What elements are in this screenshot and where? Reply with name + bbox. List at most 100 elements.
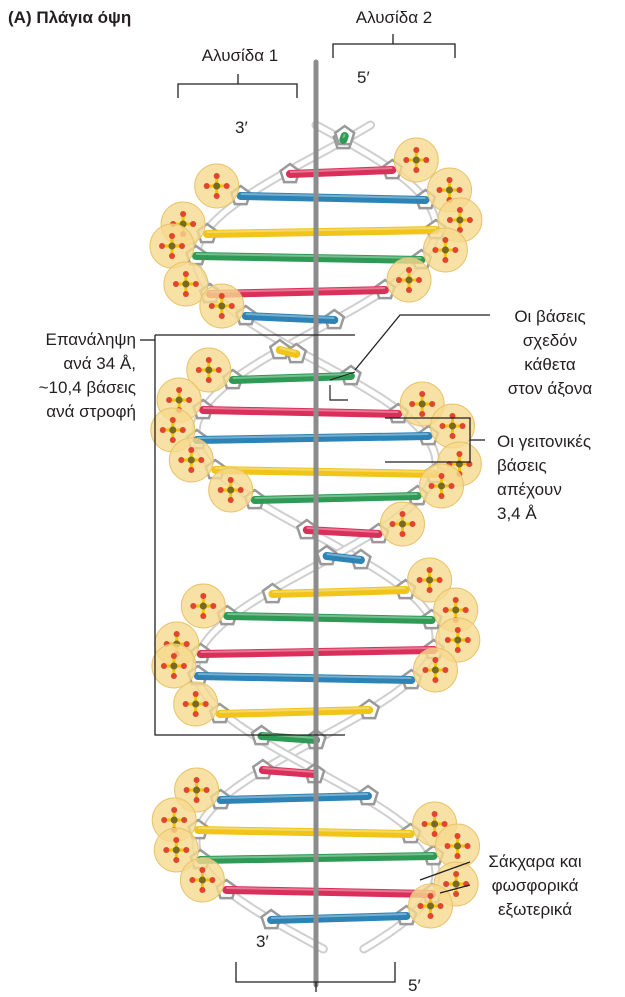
oxygen-atom (178, 457, 184, 463)
oxygen-atom (206, 377, 212, 383)
oxygen-atom (209, 303, 215, 309)
phosphorus-atom (427, 903, 434, 910)
phosphorus-atom (456, 217, 463, 224)
oxygen-atom (183, 291, 189, 297)
phosphorus-atom (399, 521, 406, 528)
oxygen-atom (439, 473, 445, 479)
oxygen-atom (432, 677, 438, 683)
oxygen-atom (161, 817, 167, 823)
oxygen-atom (183, 701, 189, 707)
strand1-bracket (178, 74, 297, 98)
phosphorus-atom (432, 667, 439, 674)
oxygen-atom (457, 207, 463, 213)
oxygen-atom (171, 653, 177, 659)
oxygen-atom (455, 853, 461, 859)
oxygen-atom (183, 271, 189, 277)
oxygen-atom (432, 831, 438, 837)
oxygen-atom (209, 877, 215, 883)
oxygen-atom (189, 877, 195, 883)
oxygen-atom (445, 637, 451, 643)
oxygen-atom (229, 303, 235, 309)
phosphorus-atom (213, 183, 220, 190)
phosphorus-atom (452, 607, 459, 614)
phosphorus-atom (442, 247, 449, 254)
phosphorus-atom (454, 637, 461, 644)
phosphorus-atom (169, 427, 176, 434)
oxygen-atom (419, 391, 425, 397)
oxygen-atom (410, 521, 416, 527)
phosphorus-atom (169, 243, 176, 250)
phosphorus-atom (193, 787, 200, 794)
phosphorus-atom (192, 701, 199, 708)
oxygen-atom (418, 903, 424, 909)
phosphorus-atom (419, 401, 426, 408)
oxygen-atom (453, 891, 459, 897)
oxygen-atom (179, 243, 185, 249)
oxygen-atom (218, 487, 224, 493)
oxygen-atom (200, 593, 206, 599)
oxygen-atom (449, 483, 455, 489)
oxygen-atom (428, 893, 434, 899)
oxygen-atom (467, 217, 473, 223)
base-pair-highlight (343, 134, 344, 138)
oxygen-atom (196, 367, 202, 373)
backbone-label-line3: εξωτερικά (470, 898, 600, 921)
phosphorus-atom (431, 821, 438, 828)
oxygen-atom (216, 367, 222, 373)
oxygen-atom (429, 483, 435, 489)
phosphorus-atom (446, 187, 453, 194)
oxygen-atom (465, 843, 471, 849)
oxygen-atom (188, 467, 194, 473)
oxygen-atom (181, 663, 187, 669)
oxygen-atom (169, 233, 175, 239)
oxygen-atom (390, 521, 396, 527)
oxygen-atom (186, 397, 192, 403)
oxygen-atom (447, 217, 453, 223)
oxygen-atom (456, 451, 462, 457)
oxygen-atom (228, 497, 234, 503)
oxygen-atom (166, 397, 172, 403)
spacing-label-line2: βάσεις (497, 454, 547, 477)
oxygen-atom (190, 221, 196, 227)
figure-title: (A) Πλάγια όψη (8, 8, 131, 28)
oxygen-atom (219, 293, 225, 299)
oxygen-atom (224, 183, 230, 189)
oxygen-atom (427, 587, 433, 593)
oxygen-atom (204, 183, 210, 189)
oxygen-atom (174, 631, 180, 637)
oxygen-atom (442, 237, 448, 243)
repeat-label-line1: Επανάληψη (0, 328, 136, 351)
oxygen-atom (204, 787, 210, 793)
oxygen-atom (437, 577, 443, 583)
repeat-label-line4: ανά στροφή (0, 400, 136, 423)
oxygen-atom (455, 647, 461, 653)
oxygen-atom (170, 417, 176, 423)
phosphorus-atom (188, 457, 195, 464)
oxygen-atom (159, 243, 165, 249)
oxygen-atom (193, 711, 199, 717)
oxygen-atom (453, 597, 459, 603)
phosphorus-atom (438, 483, 445, 490)
oxygen-atom (214, 173, 220, 179)
oxygen-atom (439, 493, 445, 499)
oxygen-atom (396, 277, 402, 283)
end-top-left: 3′ (235, 116, 248, 139)
oxygen-atom (427, 567, 433, 573)
perpendicular-label-line3: κάθετα (490, 353, 610, 376)
oxygen-atom (214, 193, 220, 199)
oxygen-atom (400, 531, 406, 537)
phosphorus-atom (413, 157, 420, 164)
strand2-bracket (333, 34, 455, 58)
oxygen-atom (184, 787, 190, 793)
oxygen-atom (419, 411, 425, 417)
oxygen-atom (450, 433, 456, 439)
oxygen-atom (183, 847, 189, 853)
oxygen-atom (171, 807, 177, 813)
oxygen-atom (188, 447, 194, 453)
oxygen-atom (442, 257, 448, 263)
oxygen-atom (463, 607, 469, 613)
oxygen-atom (173, 857, 179, 863)
oxygen-atom (423, 157, 429, 163)
backbone-label-line1: Σάκχαρα και (470, 850, 600, 873)
